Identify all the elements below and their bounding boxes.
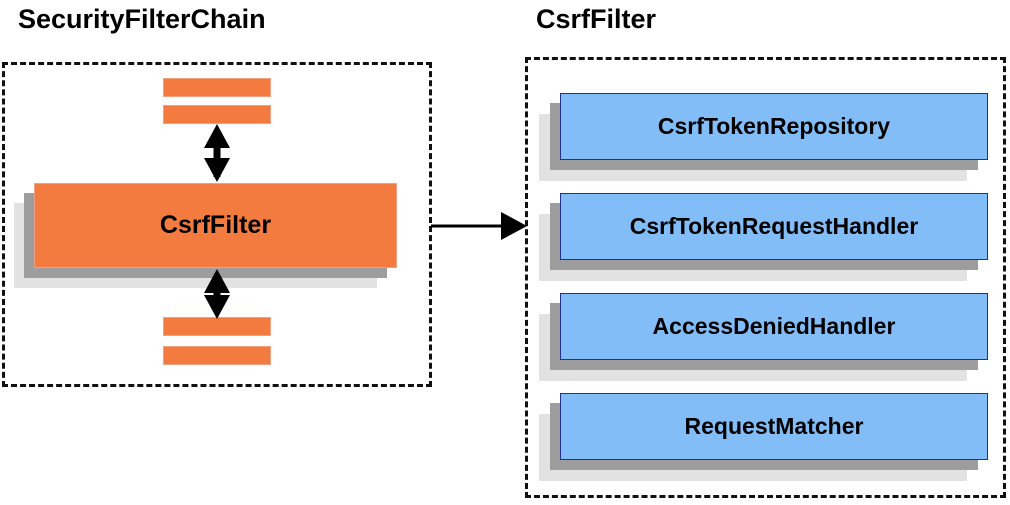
filter-bar-above-1	[163, 78, 271, 97]
arrow-chain-to-detail	[431, 212, 527, 240]
panel-csrf-filter-detail	[525, 57, 1006, 498]
box-csrffilter[interactable]: CsrfFilter	[34, 183, 397, 268]
filter-bar-above-2	[163, 105, 271, 124]
panel-title-csrf-filter: CsrfFilter	[536, 4, 657, 34]
filter-bar-below-1	[163, 317, 271, 336]
panel-title-security-filter-chain: SecurityFilterChain	[18, 4, 266, 34]
filter-bar-below-2	[163, 346, 271, 365]
panel-security-filter-chain	[2, 62, 432, 387]
box-requestmatcher[interactable]: RequestMatcher	[560, 393, 988, 460]
box-accessdeniedhandler[interactable]: AccessDeniedHandler	[560, 293, 988, 360]
box-csrftokenrepository[interactable]: CsrfTokenRepository	[560, 93, 988, 160]
box-csrftokenrequesthandler[interactable]: CsrfTokenRequestHandler	[560, 193, 988, 260]
